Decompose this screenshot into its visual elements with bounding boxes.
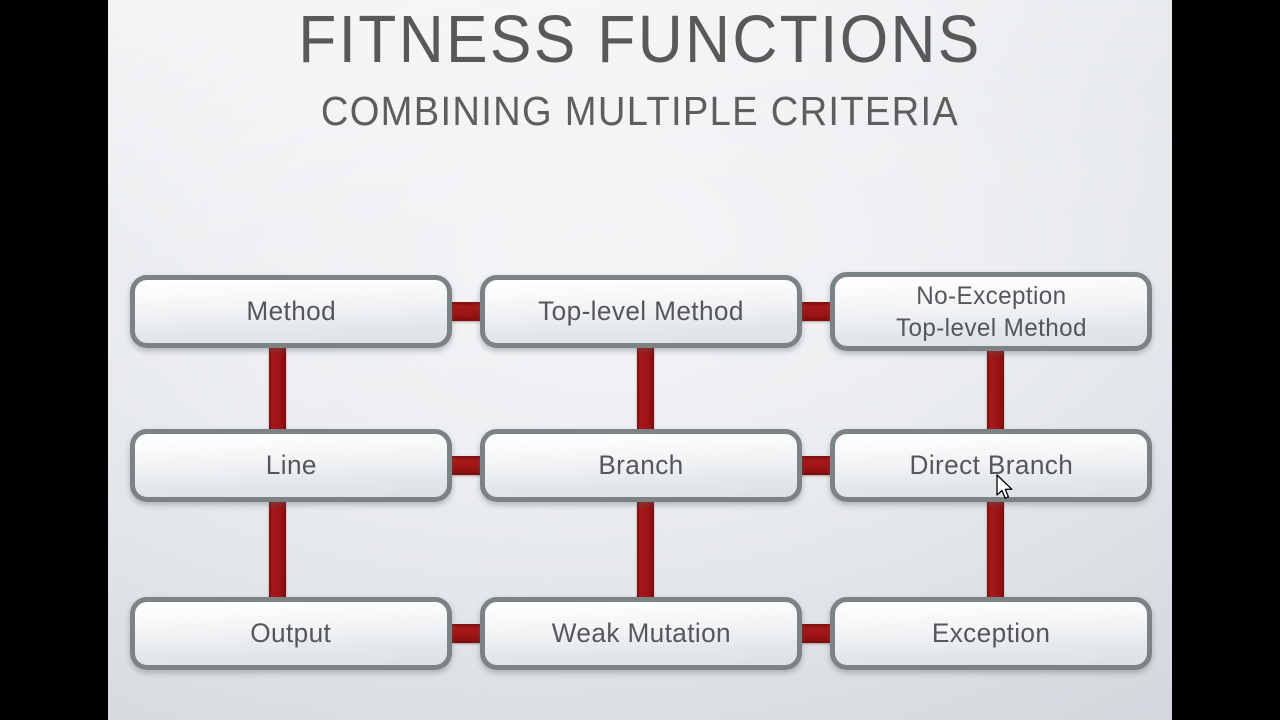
connector-top-level-branch [637,343,654,435]
connector-direct-branch-exception [987,497,1004,602]
node-top-level-method[interactable]: Top-level Method [480,275,802,348]
node-exception-label: Exception [931,618,1051,648]
title-block: FITNESS FUNCTIONS COMBINING MULTIPLE CRI… [108,0,1172,135]
node-method[interactable]: Method [130,275,452,348]
node-weak-mutation[interactable]: Weak Mutation [480,597,802,670]
node-no-exception-top-level-method-label: No-Exception Top-level Method [895,281,1087,342]
page-subtitle: COMBINING MULTIPLE CRITERIA [320,88,960,134]
node-exception[interactable]: Exception [830,597,1152,670]
node-output[interactable]: Output [130,597,452,670]
node-no-exception-top-level-method[interactable]: No-Exception Top-level Method [830,272,1152,351]
node-line[interactable]: Line [130,429,452,502]
connector-output-weak-mutation [445,624,487,643]
slide-canvas: FITNESS FUNCTIONS COMBINING MULTIPLE CRI… [108,0,1172,720]
connector-line-branch [445,456,487,475]
connector-branch-weak-mutation [637,497,654,602]
node-method-label: Method [246,296,336,326]
fitness-criteria-diagram: Method Top-level Method No-Exception Top… [108,0,1172,720]
node-direct-branch[interactable]: Direct Branch [830,429,1152,502]
node-top-level-method-label: Top-level Method [538,296,744,326]
node-branch-label: Branch [598,450,684,480]
connector-method-line [269,343,286,435]
connector-no-exception-direct-branch [987,343,1004,435]
node-branch[interactable]: Branch [480,429,802,502]
node-output-label: Output [250,618,332,648]
connector-top-level-no-exception [795,302,837,321]
node-line-label: Line [265,450,317,480]
connector-line-output [269,497,286,602]
page-title: FITNESS FUNCTIONS [298,2,982,77]
connector-weak-mutation-exception [795,624,837,643]
connector-method-top-level [445,302,487,321]
node-direct-branch-label: Direct Branch [909,450,1073,480]
connector-branch-direct-branch [795,456,837,475]
node-weak-mutation-label: Weak Mutation [551,618,731,648]
